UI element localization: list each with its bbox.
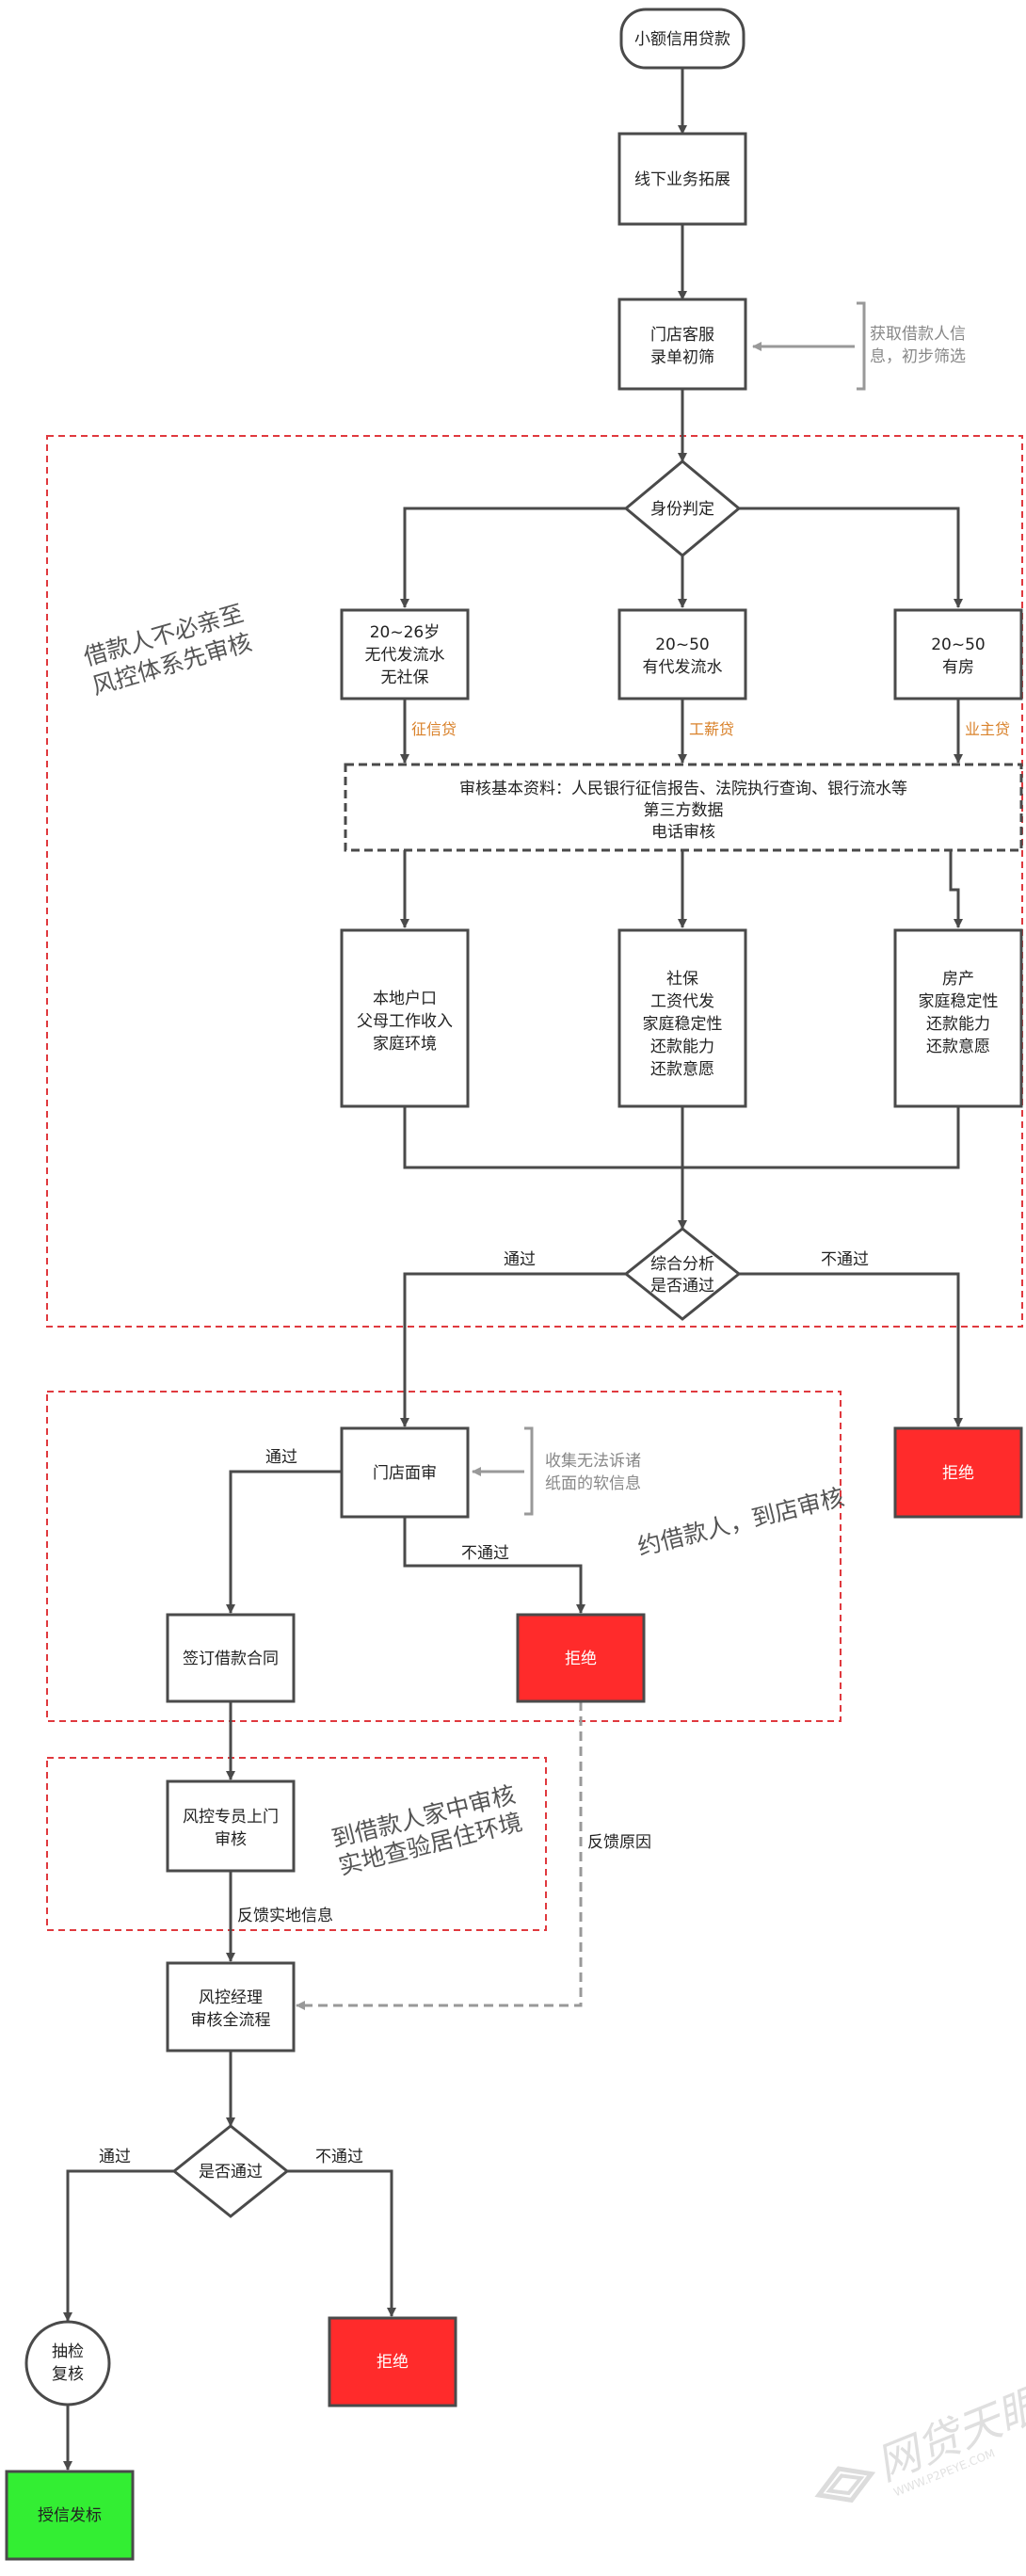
svg-text:录单初筛: 录单初筛 (650, 348, 714, 367)
svg-text:审核全流程: 审核全流程 (191, 2011, 271, 2030)
svg-text:有房: 有房 (942, 658, 974, 677)
svg-text:小额信用贷款: 小额信用贷款 (634, 30, 730, 49)
svg-text:父母工作收入: 父母工作收入 (357, 1012, 453, 1031)
bracket-note-interview (524, 1426, 534, 1516)
svg-text:家庭稳定性: 家庭稳定性 (643, 1015, 723, 1034)
watermark: 网贷天眼 WWW.P2PEYE.COM (814, 2376, 1026, 2504)
label-feedback-onsite: 反馈实地信息 (237, 1907, 333, 1925)
svg-text:审核: 审核 (215, 1830, 247, 1849)
node-credit-grant: 授信发标 (5, 2470, 135, 2561)
edge-interview-fail (403, 1517, 585, 1614)
svg-text:家庭稳定性: 家庭稳定性 (919, 992, 999, 1011)
svg-text:电话审核: 电话审核 (651, 823, 715, 842)
svg-text:还款意愿: 还款意愿 (650, 1060, 714, 1079)
svg-text:签订借款合同: 签订借款合同 (183, 1650, 279, 1668)
zone-home-caption: 到借款人家中审核 实地查验居住环境 (329, 1779, 532, 1880)
svg-text:审核基本资料：人民银行征信报告、法院执行查询、银行流水等: 审核基本资料：人民银行征信报告、法院执行查询、银行流水等 (459, 780, 907, 798)
svg-text:20~50: 20~50 (931, 636, 986, 654)
svg-text:本地户口: 本地户口 (373, 990, 437, 1008)
svg-text:授信发标: 授信发标 (38, 2506, 102, 2525)
node-detail-1: 本地户口 父母工作收入 家庭环境 (340, 928, 470, 1108)
product-tag-1: 征信贷 (411, 720, 457, 738)
watermark-logo-icon (814, 2466, 876, 2504)
svg-text:无社保: 无社保 (381, 668, 429, 687)
svg-text:还款能力: 还款能力 (926, 1015, 990, 1034)
svg-text:拒绝: 拒绝 (942, 1464, 974, 1483)
edge-interview-pass (226, 1470, 341, 1614)
svg-text:线下业务拓展: 线下业务拓展 (634, 170, 730, 189)
node-reject-1: 拒绝 (893, 1426, 1023, 1519)
node-start: 小额信用贷款 (619, 8, 745, 70)
svg-text:工资代发: 工资代发 (650, 992, 714, 1011)
svg-text:房产: 房产 (942, 970, 974, 989)
node-store-cs: 门店客服 录单初筛 (617, 298, 747, 391)
node-reject-3: 拒绝 (328, 2316, 457, 2407)
node-category-3: 20~50 有房 (893, 608, 1023, 700)
label-feedback-reason: 反馈原因 (587, 1833, 651, 1852)
node-identity-decision: 身份判定 (623, 459, 742, 557)
label-fail-2: 不通过 (461, 1544, 509, 1563)
svg-text:是否通过: 是否通过 (650, 1277, 714, 1296)
svg-text:第三方数据: 第三方数据 (644, 801, 724, 820)
edge-analysis-fail (739, 1272, 963, 1427)
zone-remote-caption: 借款人不必亲至 风控体系先审核 (81, 597, 263, 700)
node-basic-review: 审核基本资料：人民银行征信报告、法院执行查询、银行流水等 第三方数据 电话审核 (344, 763, 1023, 852)
svg-text:复核: 复核 (52, 2365, 84, 2384)
svg-text:20~26岁: 20~26岁 (370, 623, 441, 642)
label-pass-3: 通过 (99, 2148, 131, 2166)
svg-text:拒绝: 拒绝 (565, 1650, 597, 1668)
node-manager-review: 风控经理 审核全流程 (166, 1961, 296, 2053)
svg-text:社保: 社保 (666, 970, 698, 989)
node-offline-expansion: 线下业务拓展 (617, 132, 747, 226)
node-spot-check: 抽检 复核 (24, 2320, 111, 2407)
node-analysis-decision: 综合分析 是否通过 (623, 1227, 742, 1321)
bracket-note-cs (857, 301, 866, 391)
svg-text:门店面审: 门店面审 (373, 1464, 437, 1483)
node-pass-decision: 是否通过 (171, 2124, 290, 2218)
node-reject-2: 拒绝 (516, 1613, 646, 1703)
edge-reject-feedback (296, 1701, 583, 2010)
svg-text:风控专员上门: 风控专员上门 (183, 1808, 279, 1827)
product-tag-2: 工薪贷 (689, 720, 734, 738)
svg-text:风控经理: 风控经理 (199, 1988, 263, 2007)
label-fail-1: 不通过 (821, 1250, 869, 1269)
label-pass-1: 通过 (504, 1250, 536, 1269)
svg-text:门店客服: 门店客服 (650, 326, 714, 345)
svg-text:抽检: 抽检 (52, 2343, 84, 2361)
svg-text:身份判定: 身份判定 (650, 500, 714, 519)
zone-store-review (46, 1391, 842, 1722)
svg-text:还款意愿: 还款意愿 (926, 1038, 990, 1056)
edge-review-detail3 (949, 850, 963, 928)
node-detail-3: 房产 家庭稳定性 还款能力 还款意愿 (893, 928, 1023, 1108)
svg-text:综合分析: 综合分析 (650, 1255, 714, 1274)
node-detail-2: 社保 工资代发 家庭稳定性 还款能力 还款意愿 (617, 928, 747, 1108)
edge-analysis-pass (400, 1272, 626, 1427)
node-store-interview: 门店面审 (340, 1426, 470, 1519)
node-category-2: 20~50 有代发流水 (617, 608, 747, 700)
svg-text:还款能力: 还款能力 (650, 1038, 714, 1056)
node-sign-contract: 签订借款合同 (166, 1613, 296, 1703)
edge-identity-cat1 (400, 507, 626, 608)
label-pass-2: 通过 (265, 1448, 297, 1467)
svg-text:是否通过: 是否通过 (199, 2163, 263, 2182)
svg-text:20~50: 20~50 (655, 636, 710, 654)
zone-remote-review (46, 435, 1023, 1328)
svg-text:家庭环境: 家庭环境 (373, 1035, 437, 1054)
node-home-visit: 风控专员上门 审核 (166, 1779, 296, 1873)
svg-text:有代发流水: 有代发流水 (643, 658, 723, 677)
zone-store-caption: 约借款人，到店审核 (634, 1483, 846, 1561)
edge-decision-pass (63, 2169, 174, 2322)
edge-identity-cat3 (739, 507, 963, 608)
zone-home-visit (46, 1757, 547, 1931)
note-store-cs: 获取借款人信 息，初步筛选 (870, 325, 970, 366)
note-store-interview: 收集无法诉诸 纸面的软信息 (545, 1452, 646, 1493)
label-fail-3: 不通过 (315, 2148, 363, 2166)
svg-text:无代发流水: 无代发流水 (365, 646, 445, 665)
product-tag-3: 业主贷 (965, 720, 1010, 738)
edge-decision-fail (287, 2169, 396, 2317)
svg-text:拒绝: 拒绝 (377, 2353, 409, 2372)
node-category-1: 20~26岁 无代发流水 无社保 (340, 608, 470, 700)
